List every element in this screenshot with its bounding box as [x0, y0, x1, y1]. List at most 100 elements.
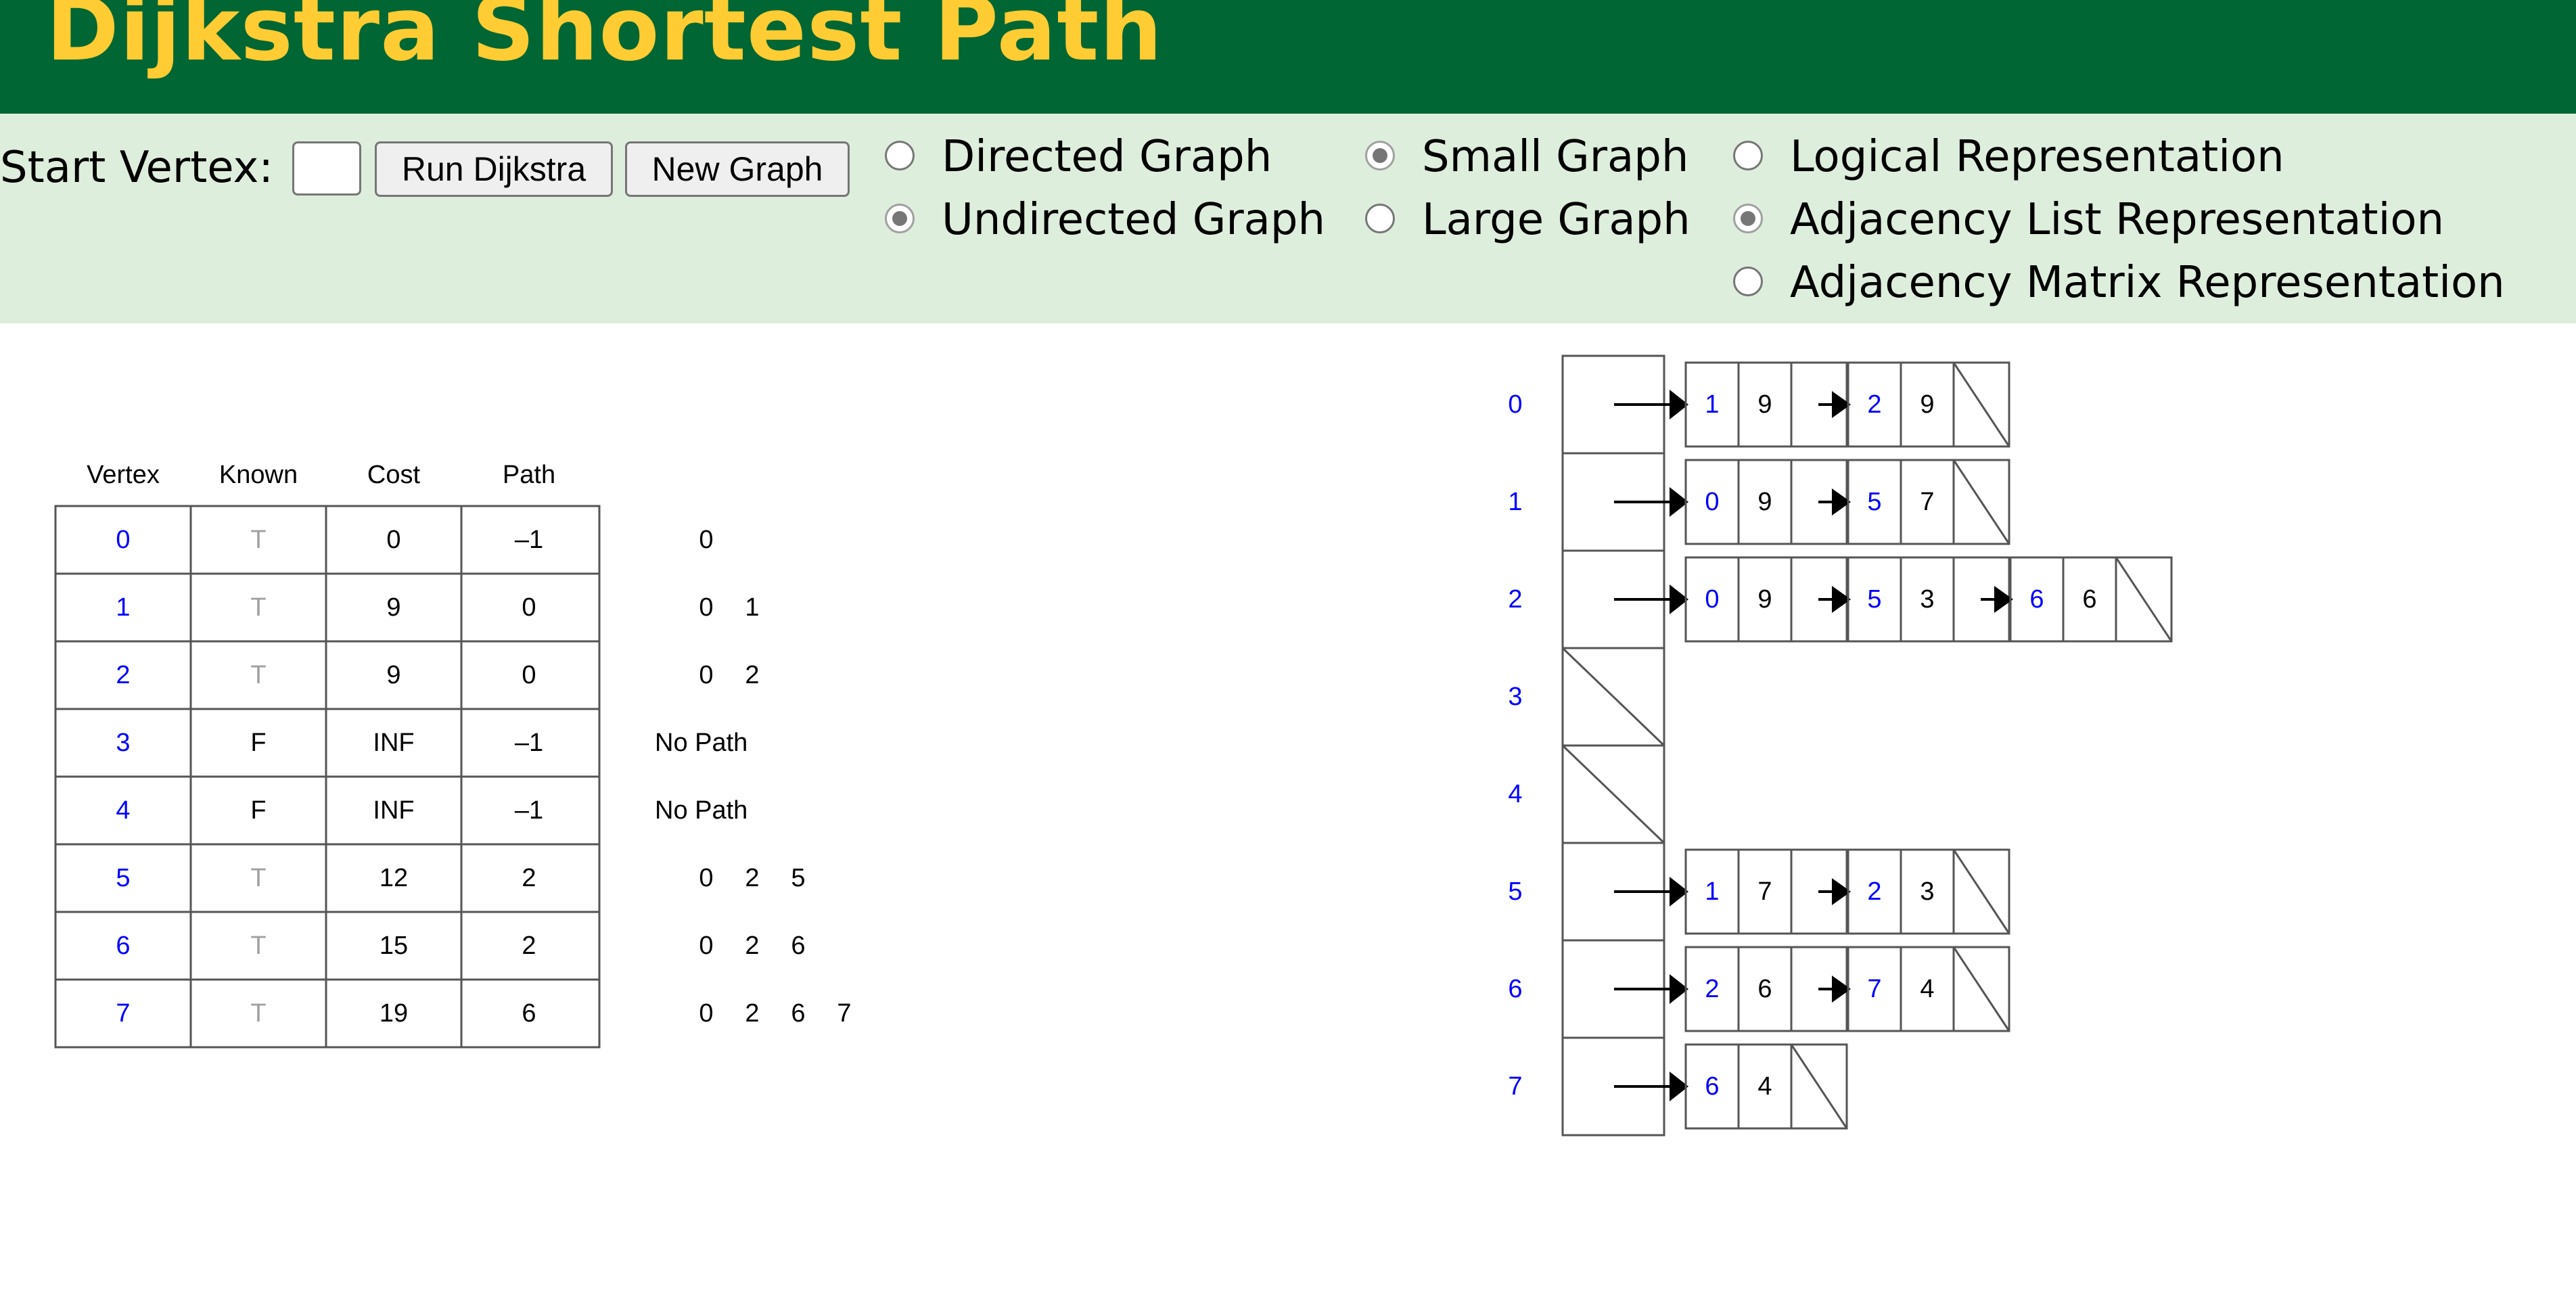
- table-cell-vertex: 5: [116, 864, 130, 892]
- adj-vertex-label: 4: [1508, 780, 1522, 808]
- table-cell-border: [460, 978, 601, 1049]
- table-header-cost: Cost: [367, 461, 421, 489]
- route-vertex: 6: [791, 999, 805, 1028]
- route-vertex: 2: [745, 932, 759, 960]
- adj-null-slash: [1952, 946, 2010, 1032]
- table-cell-known: T: [250, 661, 266, 689]
- adj-node-vertex: 2: [1867, 390, 1881, 419]
- adj-node-weight: 7: [1757, 877, 1772, 906]
- route-vertex: 0: [699, 526, 713, 554]
- route-vertex: 2: [745, 999, 759, 1028]
- table-cell-cost: INF: [373, 729, 414, 757]
- radio-directed-graph[interactable]: [885, 141, 915, 170]
- route-vertex: 0: [699, 932, 713, 960]
- table-cell-path: –1: [515, 796, 543, 825]
- route-vertex: 6: [791, 932, 805, 960]
- adj-null-slash: [1952, 849, 2010, 934]
- route-vertex: 0: [699, 999, 713, 1028]
- adj-arrow-head: [1670, 974, 1688, 1004]
- table-cell-path: –1: [515, 729, 543, 757]
- table-cell-cost: INF: [373, 796, 414, 825]
- adj-arrow-head: [1832, 976, 1851, 1003]
- adj-arrow-head: [1670, 584, 1688, 614]
- adj-null-slash: [1561, 744, 1665, 844]
- adj-arrow-head: [1832, 391, 1851, 418]
- table-cell-path: –1: [515, 526, 543, 554]
- adj-node-vertex: 1: [1705, 390, 1719, 419]
- table-cell-known: T: [250, 864, 266, 892]
- radio-label-adjacency-matrix-representation[interactable]: Adjacency Matrix Representation: [1790, 258, 2505, 308]
- radio-label-small-graph[interactable]: Small Graph: [1422, 132, 1689, 182]
- radio-label-logical-representation[interactable]: Logical Representation: [1790, 132, 2284, 182]
- table-cell-vertex: 7: [116, 999, 130, 1028]
- adj-vertex-label: 5: [1508, 877, 1522, 906]
- adj-node: [1847, 361, 2010, 448]
- adj-null-slash: [1952, 362, 2010, 447]
- radio-label-large-graph[interactable]: Large Graph: [1422, 195, 1690, 245]
- adj-vertex-label: 2: [1508, 585, 1522, 614]
- table-cell-known: F: [250, 796, 266, 825]
- adj-node-weight: 7: [1920, 488, 1934, 516]
- adj-vertex-label: 0: [1508, 390, 1522, 419]
- table-header-known: Known: [219, 461, 298, 489]
- adj-arrow-head: [1832, 586, 1851, 613]
- adj-null-slash: [2115, 557, 2173, 642]
- table-cell-path: 2: [522, 864, 536, 892]
- table-cell-cost: 19: [380, 999, 408, 1028]
- table-header-vertex: Vertex: [87, 461, 160, 489]
- adj-node: [1684, 1043, 1848, 1130]
- adj-arrow-head: [1670, 390, 1688, 419]
- route-vertex: 0: [699, 864, 713, 892]
- adj-arrow-head: [1670, 1072, 1688, 1101]
- radio-adjacency-matrix-representation[interactable]: [1733, 267, 1763, 296]
- header-bar: Dijkstra Shortest Path: [0, 0, 2576, 114]
- adj-null-slash: [1561, 647, 1665, 747]
- radio-large-graph[interactable]: [1365, 204, 1395, 233]
- adj-node-weight: 9: [1920, 390, 1934, 419]
- route-vertex: 1: [745, 593, 759, 622]
- table-cell-vertex: 4: [116, 796, 130, 825]
- adj-node-weight: 3: [1920, 585, 1934, 614]
- table-cell-path: 0: [522, 661, 536, 689]
- table-cell-path: 6: [522, 999, 536, 1028]
- adj-vertex-label: 3: [1508, 683, 1522, 711]
- adj-node-vertex: 2: [1867, 877, 1881, 906]
- adj-node-weight: 6: [1757, 975, 1772, 1003]
- radio-undirected-graph[interactable]: [885, 204, 915, 233]
- table-cell-vertex: 3: [116, 729, 130, 757]
- radio-small-graph[interactable]: [1365, 141, 1395, 170]
- adj-node: [1847, 946, 2010, 1032]
- adj-node-weight: 4: [1920, 975, 1934, 1003]
- route-vertex: 5: [791, 864, 805, 892]
- table-cell-vertex: 0: [116, 526, 130, 554]
- table-cell-known: T: [250, 526, 266, 554]
- radio-label-directed-graph[interactable]: Directed Graph: [942, 132, 1272, 182]
- table-cell-known: T: [250, 932, 266, 960]
- start-vertex-input[interactable]: [292, 141, 361, 196]
- adj-node-weight: 3: [1920, 877, 1934, 906]
- radio-label-undirected-graph[interactable]: Undirected Graph: [942, 195, 1326, 245]
- page-title: Dijkstra Shortest Path: [46, 0, 1163, 81]
- adj-arrow-head: [1670, 487, 1688, 517]
- route-vertex: 0: [699, 661, 713, 689]
- adj-node-vertex: 6: [1705, 1072, 1719, 1101]
- radio-logical-representation[interactable]: [1733, 141, 1763, 170]
- radio-label-adjacency-list-representation[interactable]: Adjacency List Representation: [1790, 195, 2445, 245]
- new-graph-button[interactable]: New Graph: [625, 141, 850, 197]
- table-cell-known: T: [250, 593, 266, 622]
- table-cell-cost: 15: [380, 932, 408, 960]
- radio-adjacency-list-representation[interactable]: [1733, 204, 1763, 233]
- adj-node-vertex: 6: [2029, 585, 2044, 614]
- table-cell-vertex: 2: [116, 661, 130, 689]
- table-cell-vertex: 1: [116, 593, 130, 622]
- adj-node: [1847, 459, 2010, 545]
- adj-node-weight: 6: [2082, 585, 2096, 614]
- run-dijkstra-button[interactable]: Run Dijkstra: [375, 141, 613, 197]
- adj-arrow-head: [1994, 586, 2013, 613]
- table-cell-cost: 12: [380, 864, 408, 892]
- table-cell-cost: 9: [386, 593, 400, 622]
- adj-null-slash: [1790, 1044, 1848, 1129]
- adj-arrow-head: [1832, 488, 1851, 515]
- route-text: No Path: [655, 796, 748, 825]
